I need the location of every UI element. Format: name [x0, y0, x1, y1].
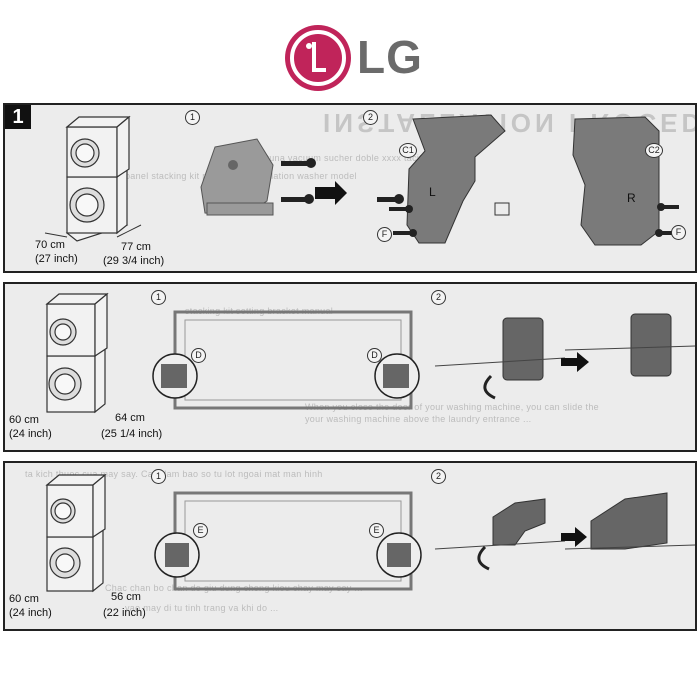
lg-logo — [285, 25, 351, 91]
screw-label-f-left: F — [377, 227, 392, 242]
depth-dimension: 70 cm — [35, 239, 65, 251]
width-dimension-inch: (29 3/4 inch) — [103, 255, 165, 267]
step-number-1: 1 — [5, 105, 31, 129]
step-3-panel: ta kich thuoc cua may say. Can dam bao s… — [3, 461, 697, 631]
substep-1-marker: 1 — [151, 290, 166, 305]
substep-2-marker: 2 — [363, 110, 378, 125]
part-label-d-right: D — [367, 348, 382, 363]
side-label-l: L — [429, 185, 436, 199]
substep-1-marker: 1 — [151, 469, 166, 484]
bracket-label-c2: C2 — [645, 143, 663, 158]
step-1-illustration — [44, 114, 679, 246]
width-dimension: 64 cm — [115, 412, 145, 424]
width-dimension: 56 cm — [111, 591, 141, 603]
width-dimension-inch: (22 inch) — [103, 607, 146, 619]
width-dimension: 77 cm — [121, 241, 151, 253]
step-1-panel: fortuna vacuum sucher doble xxxx tacit u… — [3, 103, 697, 273]
substep-1-marker: 1 — [185, 110, 200, 125]
depth-dimension: 60 cm — [9, 593, 39, 605]
logo-wordmark: LG — [357, 31, 423, 83]
step-2-illustration — [45, 292, 695, 414]
part-label-e-left: E — [193, 523, 208, 538]
part-label-e-right: E — [369, 523, 384, 538]
side-label-r: R — [627, 191, 636, 205]
step-2-panel: When you close the door of your washing … — [3, 282, 697, 452]
substep-2-marker: 2 — [431, 469, 446, 484]
substep-2-marker: 2 — [431, 290, 446, 305]
depth-dimension-inch: (24 inch) — [9, 607, 52, 619]
depth-dimension-inch: (27 inch) — [35, 253, 78, 265]
depth-dimension: 60 cm — [9, 414, 39, 426]
depth-dimension-inch: (24 inch) — [9, 428, 52, 440]
screw-label-f-right: F — [671, 225, 686, 240]
bracket-label-c1: C1 — [399, 143, 417, 158]
part-label-d-left: D — [191, 348, 206, 363]
step-3-illustration — [45, 473, 695, 593]
width-dimension-inch: (25 1/4 inch) — [101, 428, 163, 440]
